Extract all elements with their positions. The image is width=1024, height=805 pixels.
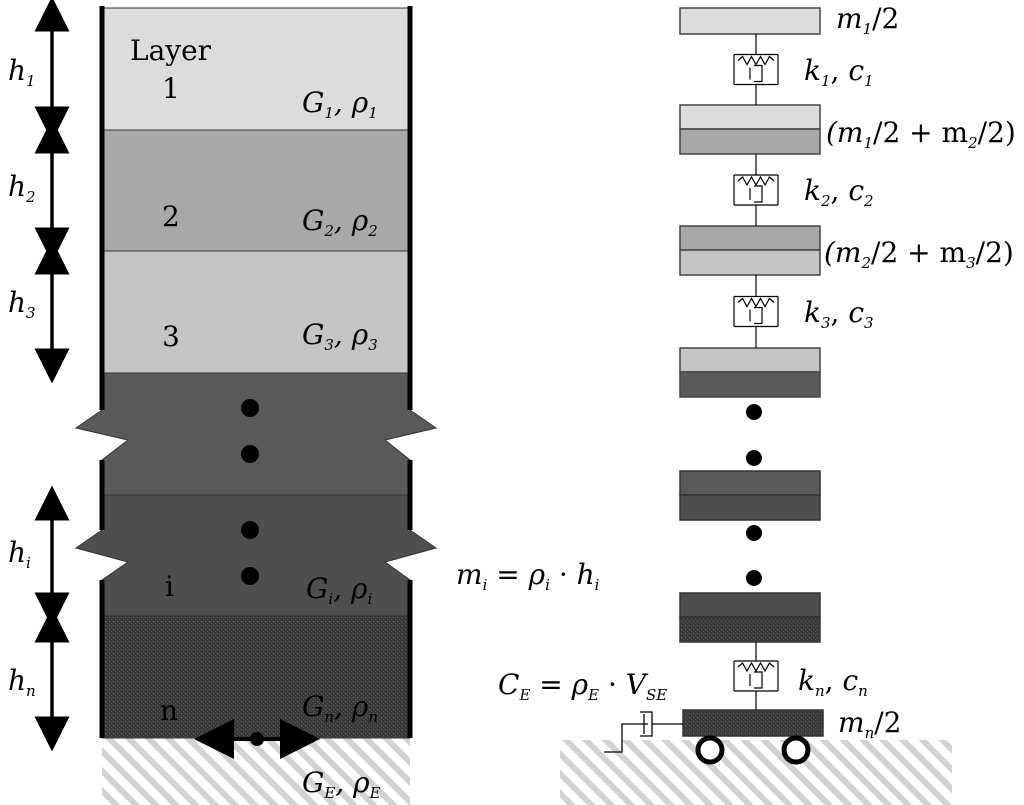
thickness-label-h1: h1: [8, 54, 36, 90]
base-dashpot-formula: CE = ρE · VSE: [498, 668, 667, 704]
layer-3: [101, 250, 411, 374]
layer-index-3: 3: [162, 320, 180, 353]
ellipsis-dot: [746, 570, 762, 586]
mass-block-1: [679, 7, 821, 35]
layer-index-2: 2: [162, 200, 180, 233]
ellipsis-dot: [746, 404, 762, 420]
layer-2-properties: G2, ρ2: [302, 204, 378, 240]
layer-n: [101, 615, 411, 739]
spring-dashpot-3: [733, 275, 779, 348]
spring-dashpot-4: [733, 642, 779, 710]
mass-label-n: mn/2: [838, 706, 901, 742]
thickness-label-h2: h2: [8, 170, 36, 206]
mass-label-3: (m2/2 + m3/2): [824, 236, 1014, 272]
base-excitation-point: [250, 732, 264, 746]
spring-label-1: k1, c1: [804, 54, 874, 90]
mass-block-n-1: [679, 592, 821, 643]
roller-wheel: [695, 735, 725, 765]
mass-block-4: [679, 347, 821, 398]
ellipsis-dot: [241, 399, 259, 417]
spring-label-2: k2, c2: [804, 174, 874, 210]
spring-frame: [733, 34, 779, 105]
bedrock-properties: GE, ρE: [302, 766, 381, 802]
spring-zigzag: [737, 661, 775, 673]
layer-index-n: n: [160, 694, 178, 727]
spring-zigzag: [737, 175, 775, 187]
spring-zigzag: [737, 297, 775, 308]
thickness-label-hi: hi: [8, 536, 31, 572]
layer-2: [101, 129, 411, 252]
spring-frame: [733, 275, 779, 348]
mass-label-1: m1/2: [836, 2, 899, 38]
ellipsis-dot: [241, 567, 259, 585]
layer-header: Layer: [130, 34, 212, 67]
layer-mid-region: [74, 372, 438, 496]
mass-formula: mi = ρi · hi: [456, 558, 600, 594]
spring-zigzag: [737, 55, 775, 66]
mass-label-2: (m1/2 + m2/2): [826, 116, 1016, 152]
spring-frame: [733, 154, 779, 226]
spring-label-3: k3, c3: [804, 296, 874, 332]
thickness-label-h3: h3: [8, 286, 36, 322]
mass-block-2: [679, 104, 821, 155]
layer-i: [74, 494, 438, 617]
lumped-mass-model: [560, 7, 952, 805]
model-ground: [560, 740, 952, 805]
layer-index-i: i: [165, 570, 174, 603]
spring-label-n: kn, cn: [798, 664, 868, 700]
spring-frame: [733, 642, 779, 710]
soil-column: [74, 6, 438, 805]
layer-index-1: 1: [162, 72, 180, 105]
ellipsis-dot: [241, 521, 259, 539]
layer-i-properties: Gi, ρi: [306, 572, 372, 608]
layer-n-properties: Gn, ρn: [302, 690, 378, 726]
layer-1-properties: G1, ρ1: [302, 86, 378, 122]
mass-block-i: [679, 470, 821, 521]
layer-3-properties: G3, ρ3: [302, 318, 378, 354]
spring-dashpot-units: [733, 34, 779, 710]
spring-dashpot-1: [733, 34, 779, 105]
ellipsis-dot: [746, 450, 762, 466]
roller-wheel: [781, 735, 811, 765]
ellipsis-dot: [746, 525, 762, 541]
mass-block-3: [679, 225, 821, 276]
ellipsis-dot: [241, 445, 259, 463]
base-dashpot: [604, 711, 683, 753]
mass-block-n: [682, 709, 824, 737]
thickness-label-hn: hn: [8, 664, 36, 700]
spring-dashpot-2: [733, 154, 779, 226]
layer-1: [101, 7, 411, 131]
